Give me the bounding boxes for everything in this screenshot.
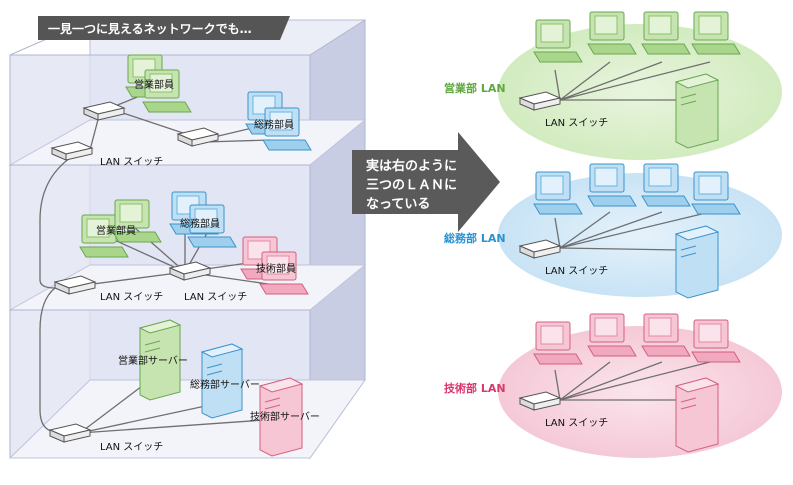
banner: 一見一つに見えるネットワークでも… — [38, 16, 290, 40]
banner-text: 一見一つに見えるネットワークでも… — [48, 21, 252, 36]
transition-arrow: 実は右のように 三つのＬＡＮに なっている — [352, 132, 500, 232]
floor1-switches: LAN スイッチ — [50, 101, 220, 168]
floor3-switch-label: LAN スイッチ — [100, 441, 163, 453]
tech-lan-switch-label: LAN スイッチ — [545, 417, 608, 429]
floor1-sales-pcs: 営業部員 — [125, 54, 192, 113]
floor3-tech-server: 技術部サーバー — [250, 377, 320, 457]
floor2-switch-label-b: LAN スイッチ — [184, 291, 247, 303]
floor1-general-pcs: 総務部員 — [245, 91, 312, 151]
general-lan-switch-label: LAN スイッチ — [545, 265, 608, 277]
tech-lan: 技術部 LAN LAN スイッチ — [444, 313, 782, 458]
floor3-general-server-label: 総務部サーバー — [190, 378, 260, 391]
floor1-sales-label: 営業部員 — [134, 78, 174, 91]
floor3-sales-server: 営業部サーバー — [118, 319, 188, 401]
floor1-switch-label: LAN スイッチ — [100, 156, 163, 168]
sales-lan-switch-label: LAN スイッチ — [545, 117, 608, 129]
sales-lan: 営業部 LAN LAN スイッチ — [444, 11, 782, 160]
floor2-general-label: 総務部員 — [180, 217, 220, 230]
floor2-general-pcs: 総務部員 — [169, 191, 237, 248]
floor3-general-server: 総務部サーバー — [190, 343, 260, 419]
floor2-sales-pcs: 営業部員 — [79, 199, 162, 258]
floor3-switch: LAN スイッチ — [48, 423, 163, 453]
floor3-sales-server-label: 営業部サーバー — [118, 354, 188, 367]
floor2-tech-label: 技術部員 — [256, 262, 296, 275]
floor2-switches: LAN スイッチ LAN スイッチ — [53, 261, 247, 303]
tech-lan-label: 技術部 LAN — [444, 381, 506, 395]
arrow-line-2: 三つのＬＡＮに — [366, 178, 457, 193]
general-lan: 総務部 LAN LAN スイッチ — [444, 163, 782, 299]
floor2-switch-label-a: LAN スイッチ — [100, 291, 163, 303]
floor1-general-label: 総務部員 — [254, 118, 294, 131]
building — [8, 19, 367, 460]
general-lan-label: 総務部 LAN — [444, 231, 506, 245]
arrow-line-3: なっている — [366, 197, 430, 212]
sales-lan-label: 営業部 LAN — [444, 81, 506, 95]
floor3-tech-server-label: 技術部サーバー — [250, 410, 320, 423]
arrow-line-1: 実は右のように — [366, 158, 457, 174]
floor2-tech-pcs: 技術部員 — [240, 236, 309, 295]
floor2-sales-label: 営業部員 — [96, 224, 136, 237]
